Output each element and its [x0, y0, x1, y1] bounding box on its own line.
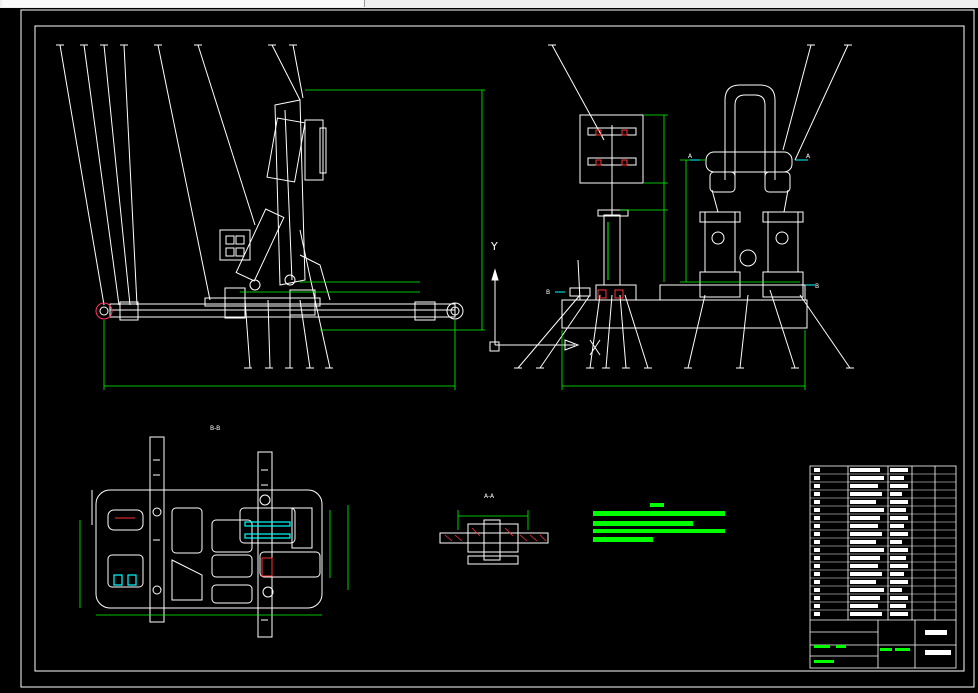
title-block — [809, 465, 957, 669]
title-block-green — [814, 645, 910, 663]
bb-bar-marks — [153, 459, 268, 621]
bb-view-red — [115, 517, 273, 577]
drawing-tab[interactable] — [2, 0, 365, 7]
view-aa-title: A-A — [484, 493, 495, 500]
technical-notes — [593, 503, 725, 542]
section-a-right-label: A — [806, 153, 811, 160]
ucs-icon — [489, 268, 601, 356]
bom-rows — [810, 473, 956, 611]
front-view — [56, 44, 464, 369]
bb-view-colored — [113, 521, 291, 586]
side-view-details — [595, 129, 628, 299]
section-b-left-label: B — [546, 289, 550, 296]
side-view — [514, 44, 854, 369]
view-bb-title: B-B — [210, 425, 220, 432]
inner-frame — [34, 25, 965, 672]
outer-frame — [20, 9, 975, 688]
front-view-dimensions — [103, 89, 485, 390]
section-a-left-label: A — [688, 153, 693, 160]
bb-view-dimensions — [79, 505, 349, 616]
bb-view — [91, 436, 323, 638]
axis-y-label: Y — [490, 240, 498, 253]
aa-view-hatch — [444, 527, 547, 542]
section-marks — [555, 159, 815, 293]
bom-text-blocks — [814, 468, 951, 655]
top-toolbar-strip — [0, 0, 978, 8]
side-view-dimensions — [561, 114, 806, 390]
aa-view-dimensions — [457, 510, 529, 530]
aa-view — [439, 519, 549, 565]
section-b-right-label: B — [815, 283, 819, 290]
